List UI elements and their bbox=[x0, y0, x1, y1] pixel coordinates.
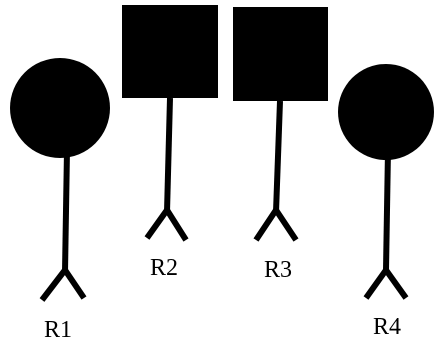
figure-r1-stem bbox=[62, 149, 70, 273]
figure-r4-stem bbox=[383, 149, 391, 271]
figure-r1: R1 bbox=[10, 58, 110, 343]
figure-r3: R3 bbox=[233, 7, 328, 283]
figure-r2-fork bbox=[144, 204, 189, 242]
figure-r1-fork bbox=[39, 264, 87, 302]
figure-r3-square-head bbox=[233, 7, 328, 101]
figure-r3-stem bbox=[273, 100, 283, 213]
figure-r4-circle-head bbox=[338, 64, 434, 160]
figure-r4-fork bbox=[363, 264, 409, 300]
figure-r4-label: R4 bbox=[373, 314, 401, 340]
figure-r2-square-head bbox=[122, 5, 218, 98]
figure-r3-fork bbox=[253, 204, 299, 242]
figure-r2-label: R2 bbox=[150, 255, 178, 281]
figure-r3-label: R3 bbox=[264, 257, 292, 283]
figure-r1-label: R1 bbox=[44, 317, 72, 343]
figure-r2-stem bbox=[164, 97, 173, 213]
figure-r2: R2 bbox=[122, 5, 218, 281]
figure-r4: R4 bbox=[338, 64, 434, 340]
figure-r1-circle-head bbox=[10, 58, 110, 158]
